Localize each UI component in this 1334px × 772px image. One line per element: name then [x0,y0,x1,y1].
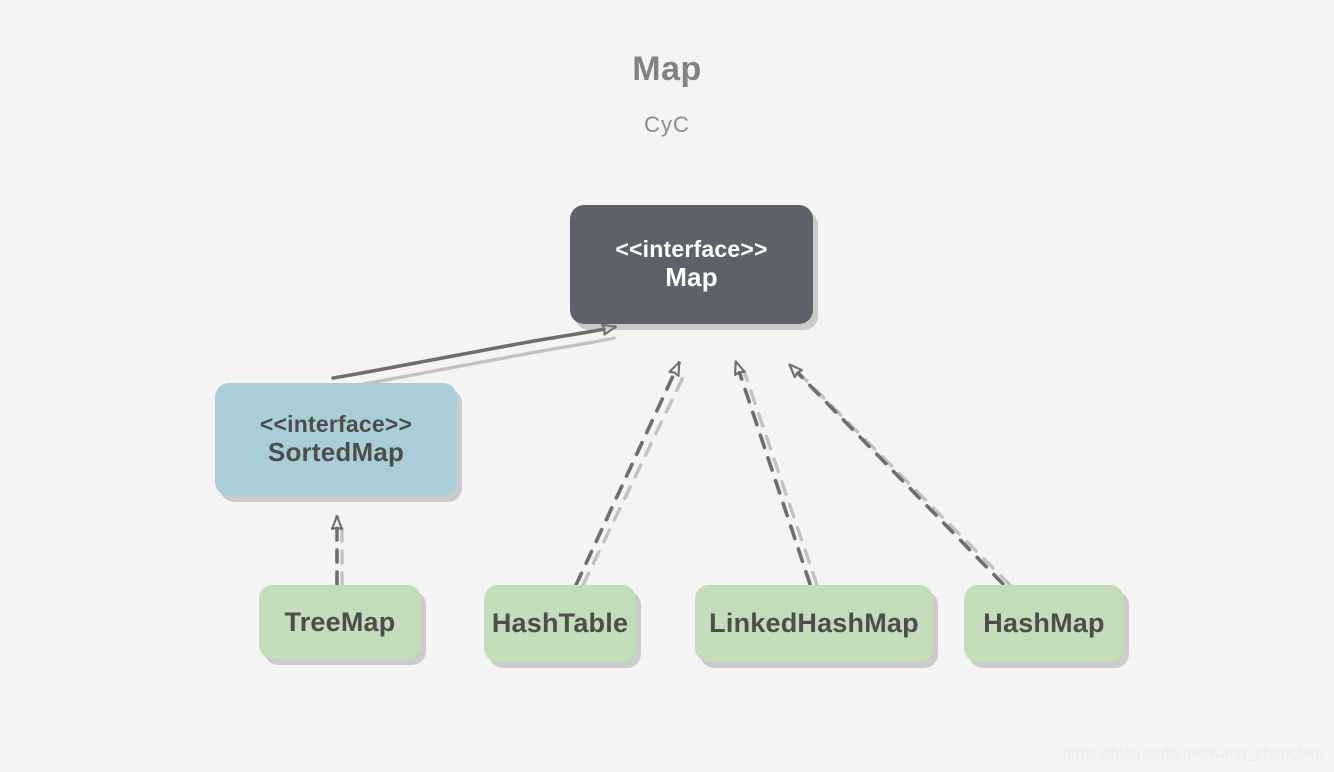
edge-treemap-to-sortedmap [337,517,344,587]
node-name: SortedMap [267,436,405,467]
watermark: https://blog.csdn.net/wang_chaochen [1062,745,1324,762]
class-node-treemap[interactable]: TreeMap [259,585,421,659]
page-subtitle: CyC [644,112,690,137]
class-node-linkedhashmap[interactable]: LinkedHashMap [695,585,933,662]
edge-linkedhashmap-to-map [736,362,819,587]
node-name: HashMap [983,608,1105,639]
node-name: LinkedHashMap [709,608,919,639]
class-node-hashtable[interactable]: HashTable [484,585,636,662]
class-node-hashmap[interactable]: HashMap [964,585,1124,662]
node-stereotype: <<interface>> [259,411,413,438]
node-name: HashTable [491,608,629,639]
class-node-map[interactable]: <<interface>> Map [570,205,813,324]
node-name: TreeMap [284,606,396,637]
edge-sortedmap-to-map [331,327,615,391]
edge-hashtable-to-map [574,361,689,587]
node-name: Map [665,261,718,292]
page-title: Map [632,50,702,88]
class-node-sortedmap[interactable]: <<interface>> SortedMap [215,383,457,496]
edge-hashmap-to-map [788,363,1012,587]
node-stereotype: <<interface>> [615,236,768,263]
